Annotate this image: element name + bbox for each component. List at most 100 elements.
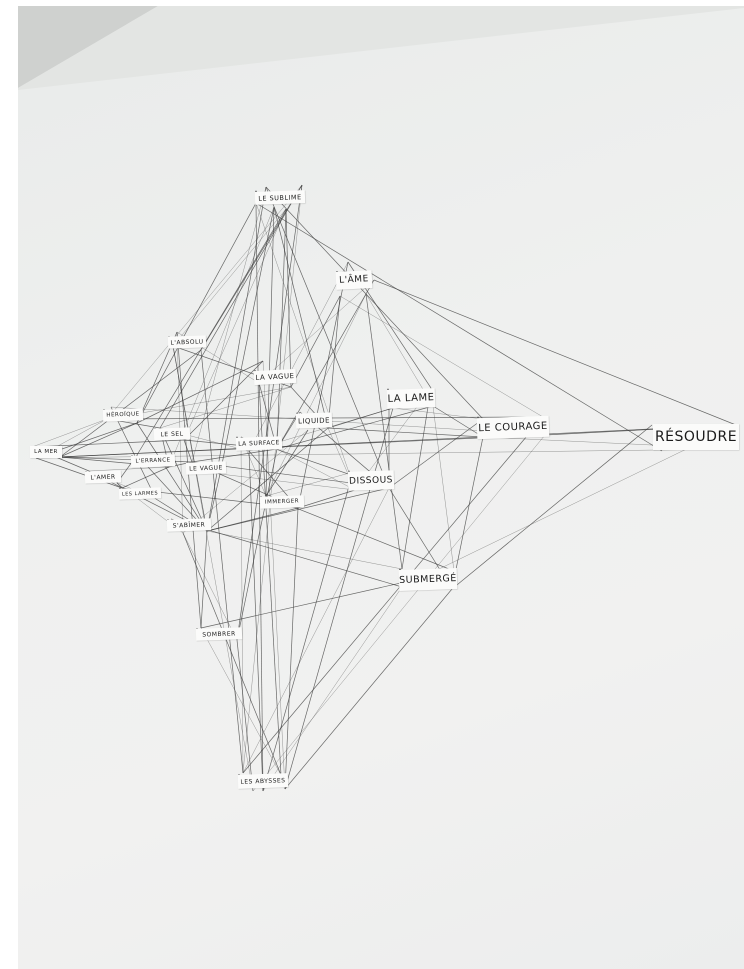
word-card-liquide: LIQUIDE — [295, 411, 333, 429]
thread-sublime-absolu — [172, 208, 287, 347]
thread-submerge-abysses — [262, 586, 403, 792]
thread-ame-courage — [339, 295, 544, 418]
thread-sublime-vague2 — [219, 206, 275, 475]
wall-photo: LE SUBLIME L'ÂME L'ABSOLU LA VAGUE LA LAME HÉ… — [18, 6, 744, 969]
thread-absolu-sombrer — [176, 331, 202, 629]
word-card-errance: L'ERRANCE — [130, 454, 176, 468]
thread-sublime-heroique — [106, 184, 303, 420]
thread-ame-courage — [365, 293, 484, 420]
word-card-courage: LE COURAGE — [476, 415, 550, 439]
thread-ame-immerger — [297, 261, 349, 509]
thread-sabimer-submerge — [170, 518, 403, 588]
thread-sublime-abysses — [242, 184, 303, 774]
word-card-heroique: HÉROÏQUE — [102, 408, 144, 422]
word-card-sublime: LE SUBLIME — [254, 189, 306, 205]
thread-immerger-abysses — [284, 507, 299, 790]
word-card-ame: L'ÂME — [335, 270, 373, 290]
thread-dissous-abysses — [242, 487, 390, 774]
thread-lame-submerge — [401, 387, 432, 570]
thread-dissous-abysses — [262, 471, 354, 792]
word-card-amer: L'AMER — [84, 470, 122, 484]
thread-sel-sabimer — [159, 427, 208, 532]
thread-courage-submerge — [451, 436, 484, 590]
thread-sombrer-abysses — [236, 639, 254, 792]
word-card-resoudre: RÉSOUDRE — [653, 424, 739, 450]
thread-absolu-abysses — [200, 349, 244, 774]
thread-vague1-heroique — [136, 360, 264, 424]
thread-heroique-larmes — [110, 406, 157, 500]
thread-ame-lame — [365, 293, 434, 407]
thread-dissous-immerger — [297, 489, 356, 509]
thread-immerger-submerge — [265, 495, 455, 572]
thread-ame-resoudre — [373, 279, 737, 426]
thread-sublime-errance — [136, 208, 287, 456]
thread-surface-vague2 — [191, 448, 278, 463]
thread-heroique-mer — [59, 422, 138, 458]
thread-lame-submerge — [432, 405, 455, 572]
thread-sublime-abysses — [255, 202, 264, 792]
thread-sabimer-submerge — [206, 530, 403, 570]
thread-immerger-sabimer — [206, 507, 299, 532]
thread-sublime-dissous — [265, 186, 390, 489]
word-card-mer: LA MER — [30, 446, 62, 458]
thread-sublime-liquide — [273, 206, 329, 429]
thread-resoudre-submerge — [401, 424, 737, 588]
ceiling-corner — [18, 6, 744, 90]
thread-courage-dissous — [388, 418, 484, 489]
thread-lame-courage — [432, 405, 484, 438]
thread-surface-abysses — [248, 450, 264, 792]
thread-sublime-sel — [159, 184, 303, 429]
word-card-immerger: IMMERGER — [259, 495, 305, 509]
thread-ame-immerger — [265, 293, 367, 497]
word-card-dissous: DISSOUS — [347, 469, 395, 491]
word-card-vague2: LE VAGUE — [185, 461, 227, 475]
thread-sublime-heroique — [136, 202, 257, 424]
thread-ame-surface — [276, 279, 375, 450]
thread-sabimer-sombrer — [200, 530, 208, 629]
thread-mer-heroique — [31, 418, 108, 448]
thread-vague1-sel — [159, 386, 292, 429]
thread-ame-vague1 — [290, 295, 341, 388]
thread-courage-abysses — [242, 416, 544, 774]
word-card-lame: LA LAME — [386, 387, 436, 409]
thread-resoudre-mer — [59, 424, 737, 458]
thread-vague1-sel — [183, 360, 264, 441]
thread-errance-larmes — [121, 466, 170, 489]
word-card-larmes: LES LARMES — [118, 486, 162, 500]
thread-absolu-abysses — [172, 345, 254, 792]
thread-sombrer-abysses — [200, 627, 282, 776]
thread-sublime-vague1 — [285, 208, 292, 388]
thread-lame-surface — [276, 405, 434, 450]
thread-sublime-immerger — [265, 206, 275, 497]
thread-ame-liquide — [327, 295, 341, 429]
word-card-sel: LE SEL — [153, 427, 191, 441]
word-card-sabimer: S'ABÎMER — [166, 518, 212, 532]
thread-surface-abysses — [240, 436, 244, 774]
thread-sabimer-abysses — [182, 532, 282, 776]
thread-sublime-sel — [183, 208, 287, 441]
thread-sublime-absolu — [200, 184, 303, 351]
word-card-sombrer: SOMBRER — [195, 627, 243, 641]
thread-dissous-immerger — [265, 471, 354, 497]
word-card-submerge: SUBMERGÉ — [398, 567, 458, 591]
thread-absolu-mer — [59, 349, 202, 458]
thread-liquide-sabimer — [182, 429, 309, 534]
thread-vague2-dissous — [219, 473, 356, 491]
thread-sublime-sombrer — [236, 184, 303, 641]
thread-submerge-abysses — [284, 588, 453, 790]
word-card-surface: LA SURFACE — [235, 435, 283, 451]
thread-sel-vague2 — [183, 439, 193, 463]
word-card-vague1: LA VAGUE — [253, 368, 297, 386]
thread-sublime-resoudre — [255, 202, 663, 452]
thread-ame-vague1 — [258, 279, 375, 384]
thread-resoudre-submerge — [451, 424, 653, 590]
thread-errance-amer — [88, 466, 170, 472]
thread-sublime-vague2 — [191, 186, 267, 463]
word-card-abysses: LES ABYSSES — [237, 773, 289, 789]
thread-liquide-courage — [327, 427, 484, 438]
thread-mer-sel — [31, 439, 185, 448]
thread-ame-surface — [248, 261, 349, 452]
thread-sublime-errance — [168, 206, 275, 468]
word-card-absolu: L'ABSOLU — [167, 335, 207, 349]
thread-heroique-sabimer — [136, 422, 208, 532]
